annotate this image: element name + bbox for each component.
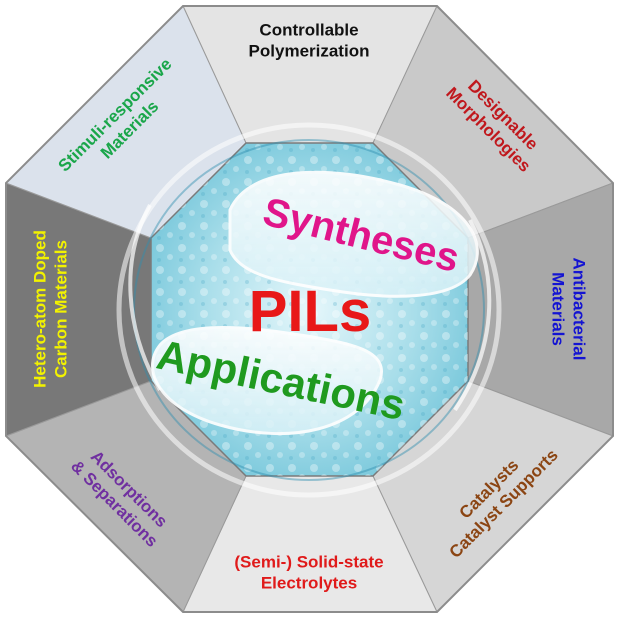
segment-label-line: Carbon Materials [51,240,70,378]
segment-label-right: AntibacterialMaterials [549,258,589,361]
splash-right [453,219,492,412]
upper-water-lobe [228,170,479,298]
swirl-ring-outer [116,122,502,498]
segment-label-line: (Semi-) Solid-state [234,553,383,572]
lower-water-lobe [151,325,383,436]
segment-label-line: Hetero-atom Doped [31,230,50,388]
segment-label-line: Antibacterial [569,258,588,361]
center-emblem: Syntheses PILs Applications [116,122,502,498]
segment-label-line: Controllable [259,21,358,40]
pils-label: PILs [249,279,372,344]
splash-left [128,204,162,392]
octagon-outline [5,5,614,613]
segment-label-line: Electrolytes [261,573,357,592]
segment-label-line: Polymerization [249,41,370,60]
outer-segments [5,5,614,613]
segment-label-line: Materials [549,272,568,346]
